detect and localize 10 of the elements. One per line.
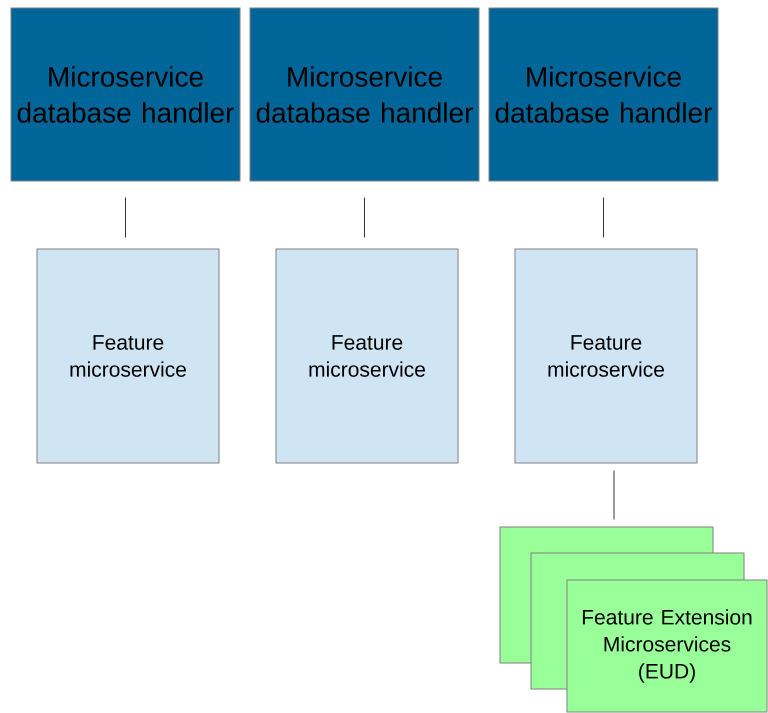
connector-line [125,197,126,238]
handler-box: Microservice database handler [250,8,480,182]
service-box: Feature microservice [36,248,220,464]
service-box: Feature microservice [276,248,458,464]
connector-line [364,197,365,238]
handler-box: Microservice database handler [488,8,718,182]
extension-box: Feature Extension Microservices (EUD) [566,580,768,712]
handler-box: Microservice database handler [10,8,240,182]
connector-line [603,197,604,238]
service-box: Feature microservice [514,248,698,464]
